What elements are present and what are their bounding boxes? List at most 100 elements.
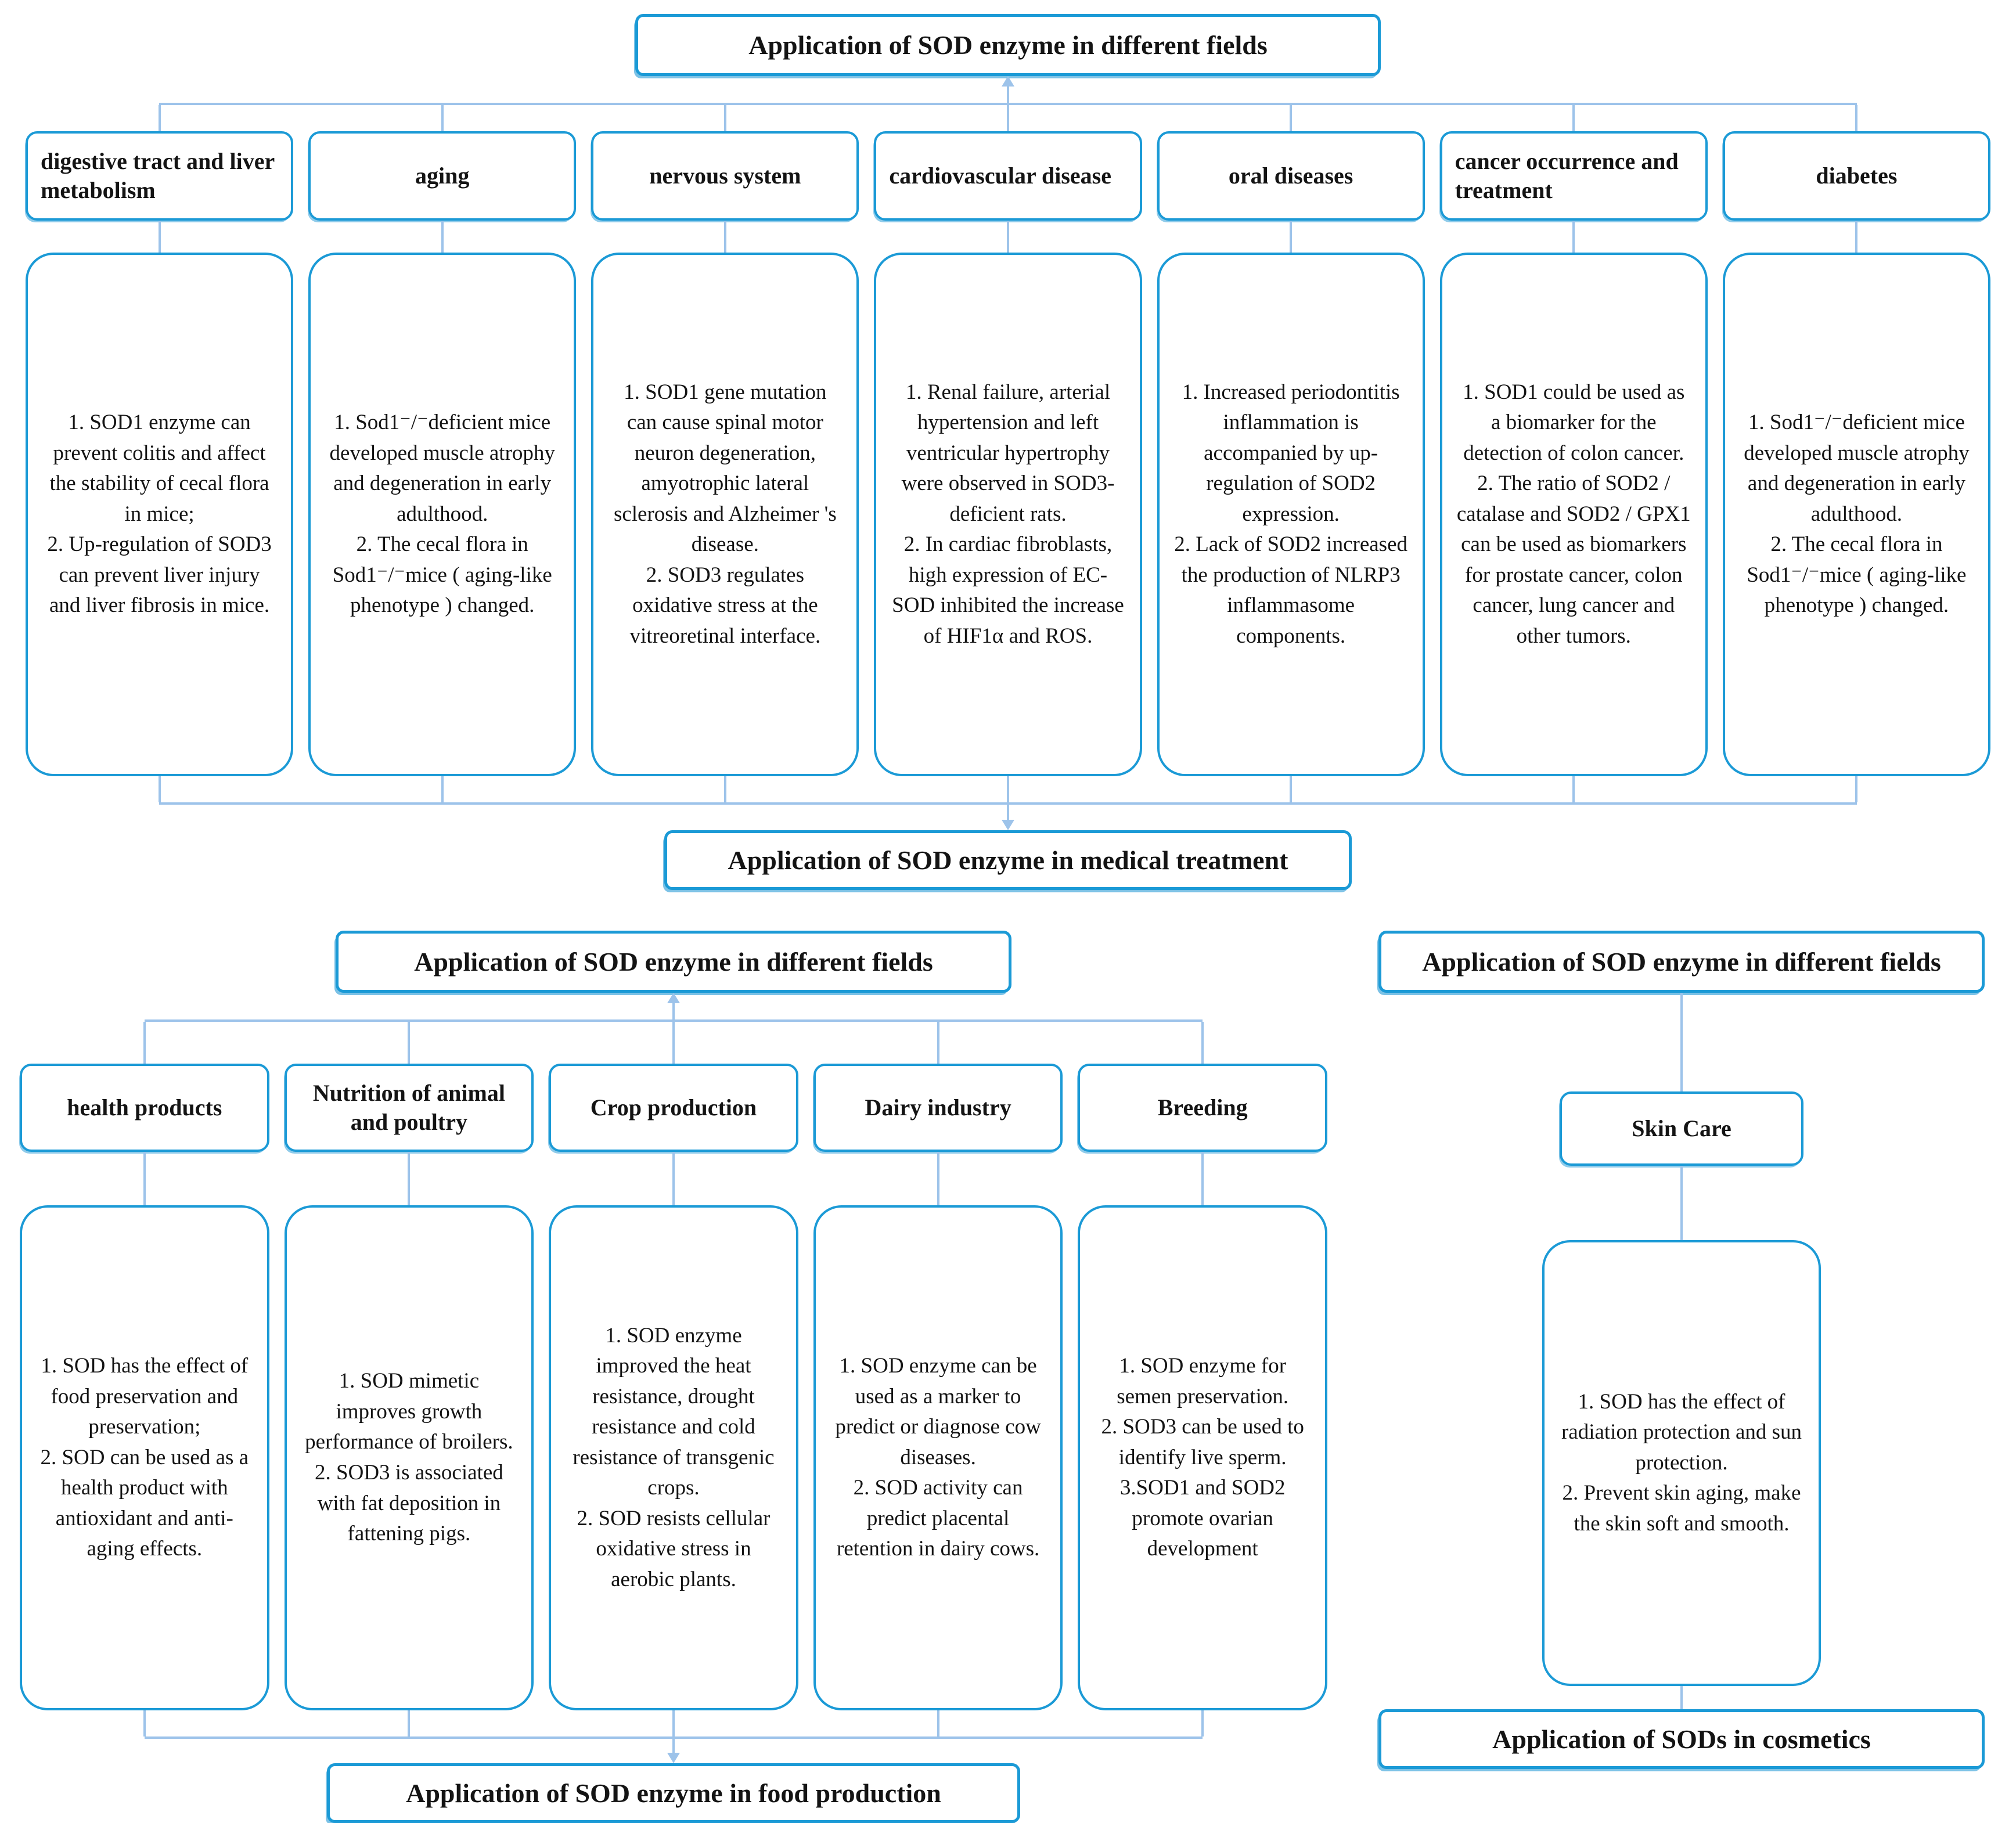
connector-line: [441, 221, 444, 253]
category-label: Nutrition of animal and poultry: [312, 1080, 505, 1135]
cosmetics-result-title: Application of SODs in cosmetics: [1492, 1724, 1871, 1754]
connector-line: [1572, 221, 1575, 253]
connector-line: [1572, 776, 1575, 802]
category-box: aging: [308, 131, 577, 221]
connector-line: [937, 1710, 939, 1736]
connector-line: [143, 1022, 146, 1064]
category-box: Crop production: [549, 1064, 798, 1152]
food-fields-title-box: Application of SOD enzyme in different f…: [336, 931, 1011, 993]
connector-line: [1201, 1710, 1204, 1736]
detail-box: 1. SOD1 gene mutation can cause spinal m…: [591, 253, 859, 776]
detail-box: 1. SOD has the effect of food preservati…: [20, 1205, 269, 1710]
cosmetics-fields-title: Application of SOD enzyme in different f…: [1422, 947, 1941, 977]
connector-line: [1680, 993, 1683, 1091]
category-label: aging: [415, 163, 470, 189]
branch-cancer: cancer occurrence and treatment 1. SOD1 …: [1439, 105, 1708, 802]
connector-line: [408, 1022, 411, 1064]
category-label: cancer occurrence and treatment: [1455, 148, 1679, 203]
category-box: cancer occurrence and treatment: [1439, 131, 1708, 221]
category-box: cardiovascular disease: [874, 131, 1142, 221]
medical-result-title: Application of SOD enzyme in medical tre…: [728, 845, 1288, 875]
connector-line: [1680, 1686, 1683, 1709]
connector-line: [723, 105, 726, 131]
arrow-up-icon: [667, 993, 680, 1003]
category-box: diabetes: [1722, 131, 1990, 221]
connector-line: [1290, 105, 1293, 131]
connector-line: [1006, 776, 1009, 802]
category-label: health products: [67, 1094, 222, 1121]
connector-line: [1855, 221, 1858, 253]
connector-line: [158, 221, 161, 253]
category-label: oral diseases: [1228, 163, 1353, 189]
medical-fields-title-box: Application of SOD enzyme in different f…: [635, 14, 1381, 76]
arrow-down-icon: [1002, 820, 1014, 830]
connector-line: [672, 1710, 675, 1736]
detail-box: 1. SOD mimetic improves growth performan…: [284, 1205, 534, 1710]
connector-line: [1006, 105, 1009, 131]
detail-box: 1. SOD1 enzyme can prevent colitis and a…: [26, 253, 294, 776]
connector-line: [441, 776, 444, 802]
connector-line: [1572, 105, 1575, 131]
detail-box: 1. Sod1⁻/⁻deficient mice developed muscl…: [308, 253, 577, 776]
connector-line: [1290, 776, 1293, 802]
connector-title-to-bus: [0, 76, 2016, 103]
top-bus-line: [159, 103, 1857, 105]
detail-box: 1. SOD has the effect of radiation prote…: [1542, 1240, 1821, 1686]
category-box-skin-care: Skin Care: [1560, 1091, 1803, 1166]
connector-line: [672, 1022, 675, 1064]
category-label: Crop production: [590, 1094, 757, 1121]
connector-line: [723, 776, 726, 802]
branch-nutrition: Nutrition of animal and poultry 1. SOD m…: [284, 1022, 534, 1736]
connector-line: [408, 1152, 411, 1205]
medical-branch-columns: digestive tract and liver metabolism 1. …: [0, 105, 2016, 802]
branch-dairy-industry: Dairy industry 1. SOD enzyme can be used…: [813, 1022, 1063, 1736]
connector-line: [408, 1710, 411, 1736]
branch-cardiovascular: cardiovascular disease 1. Renal failure,…: [874, 105, 1142, 802]
connector-line: [723, 221, 726, 253]
bottom-bus-line: [159, 802, 1857, 805]
category-label: Skin Care: [1632, 1115, 1731, 1141]
branch-nervous-system: nervous system 1. SOD1 gene mutation can…: [591, 105, 859, 802]
bottom-bus-line: [145, 1736, 1203, 1739]
connector-line: [937, 1152, 939, 1205]
branch-diabetes: diabetes 1. Sod1⁻/⁻deficient mice develo…: [1722, 105, 1990, 802]
category-label: diabetes: [1816, 163, 1898, 189]
connector-line: [672, 1003, 675, 1019]
connector-line: [1201, 1022, 1204, 1064]
detail-box: 1. SOD enzyme improved the heat resistan…: [549, 1205, 798, 1710]
category-label: nervous system: [649, 163, 801, 189]
connector-line: [1007, 87, 1009, 103]
connector-title-to-bus: [0, 993, 1347, 1019]
food-result-box: Application of SOD enzyme in food produc…: [327, 1763, 1020, 1823]
detail-box: 1. Increased periodontitis inflammation …: [1157, 253, 1425, 776]
food-result-title: Application of SOD enzyme in food produc…: [406, 1778, 941, 1808]
connector-line: [1855, 776, 1858, 802]
connector-line: [937, 1022, 939, 1064]
branch-oral-diseases: oral diseases 1. Increased periodontitis…: [1157, 105, 1425, 802]
category-box: Dairy industry: [813, 1064, 1063, 1152]
cosmetics-result-box: Application of SODs in cosmetics: [1378, 1709, 1985, 1769]
category-box: digestive tract and liver metabolism: [26, 131, 294, 221]
category-label: Breeding: [1157, 1094, 1248, 1121]
medical-result-box: Application of SOD enzyme in medical tre…: [664, 830, 1352, 890]
section-medical: Application of SOD enzyme in different f…: [0, 0, 2016, 890]
connector-line: [1007, 805, 1009, 820]
detail-box: 1. Sod1⁻/⁻deficient mice developed muscl…: [1722, 253, 1990, 776]
connector-line: [1006, 221, 1009, 253]
branch-breeding: Breeding 1. SOD enzyme for semen preserv…: [1078, 1022, 1327, 1736]
detail-box: 1. SOD enzyme for semen preservation. 2.…: [1078, 1205, 1327, 1710]
connector-line: [441, 105, 444, 131]
food-branch-columns: health products 1. SOD has the effect of…: [0, 1022, 1347, 1736]
branch-aging: aging 1. Sod1⁻/⁻deficient mice developed…: [308, 105, 577, 802]
connector-line: [1855, 105, 1858, 131]
category-label: cardiovascular disease: [889, 163, 1111, 189]
category-label: digestive tract and liver metabolism: [41, 148, 275, 203]
connector-line: [672, 1152, 675, 1205]
detail-box: 1. Renal failure, arterial hypertension …: [874, 253, 1142, 776]
top-bus-line: [145, 1019, 1203, 1022]
connector-line: [672, 1739, 675, 1753]
branch-digestive-tract: digestive tract and liver metabolism 1. …: [26, 105, 294, 802]
arrow-down-icon: [667, 1753, 680, 1763]
branch-health-products: health products 1. SOD has the effect of…: [20, 1022, 269, 1736]
category-box: health products: [20, 1064, 269, 1152]
